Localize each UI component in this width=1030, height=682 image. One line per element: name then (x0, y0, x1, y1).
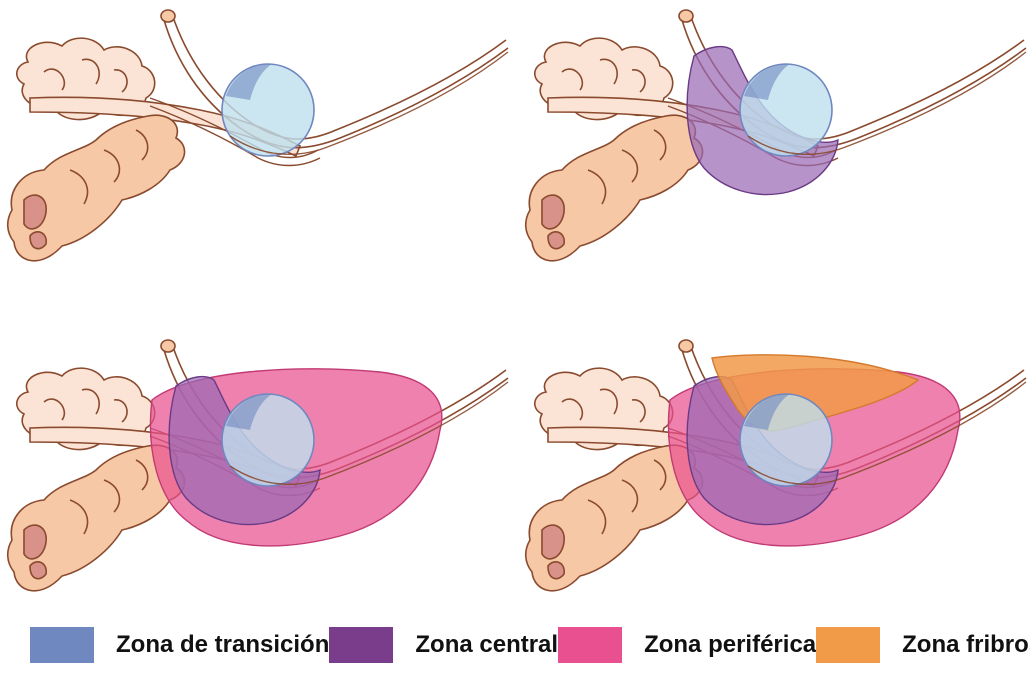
legend-swatch-peripheral (558, 627, 622, 663)
legend-label-peripheral: Zona periférica (644, 631, 816, 659)
panel-central-zone (518, 0, 1030, 310)
prostate-diagram-transition (0, 0, 515, 310)
legend-label-fibromuscular: Zona fribrosa (902, 631, 1030, 659)
legend-swatch-central (329, 627, 393, 663)
transition-zone (222, 64, 314, 156)
legend-item-peripheral: Zona periférica (558, 627, 816, 663)
legend-item-fibromuscular: Zona fribrosa (816, 627, 1030, 663)
panel-fibromuscular-zone (518, 330, 1030, 640)
legend-label-central: Zona central (415, 631, 558, 659)
legend-swatch-fibromuscular (816, 627, 880, 663)
ampulla (8, 115, 185, 261)
prostate-diagram-fibromuscular (518, 330, 1030, 640)
ampulla (526, 115, 703, 261)
legend: Zona de transición Zona central Zona per… (0, 620, 1030, 670)
transition-zone (740, 394, 832, 486)
legend-item-central: Zona central (329, 627, 558, 663)
prostate-diagram-peripheral (0, 330, 515, 640)
legend-label-transition: Zona de transición (116, 631, 329, 659)
legend-item-transition: Zona de transición (30, 627, 329, 663)
panel-peripheral-zone (0, 330, 515, 640)
legend-swatch-transition (30, 627, 94, 663)
transition-zone (222, 394, 314, 486)
panel-transition-zone (0, 0, 515, 310)
prostate-diagram-central (518, 0, 1030, 310)
transition-zone (740, 64, 832, 156)
